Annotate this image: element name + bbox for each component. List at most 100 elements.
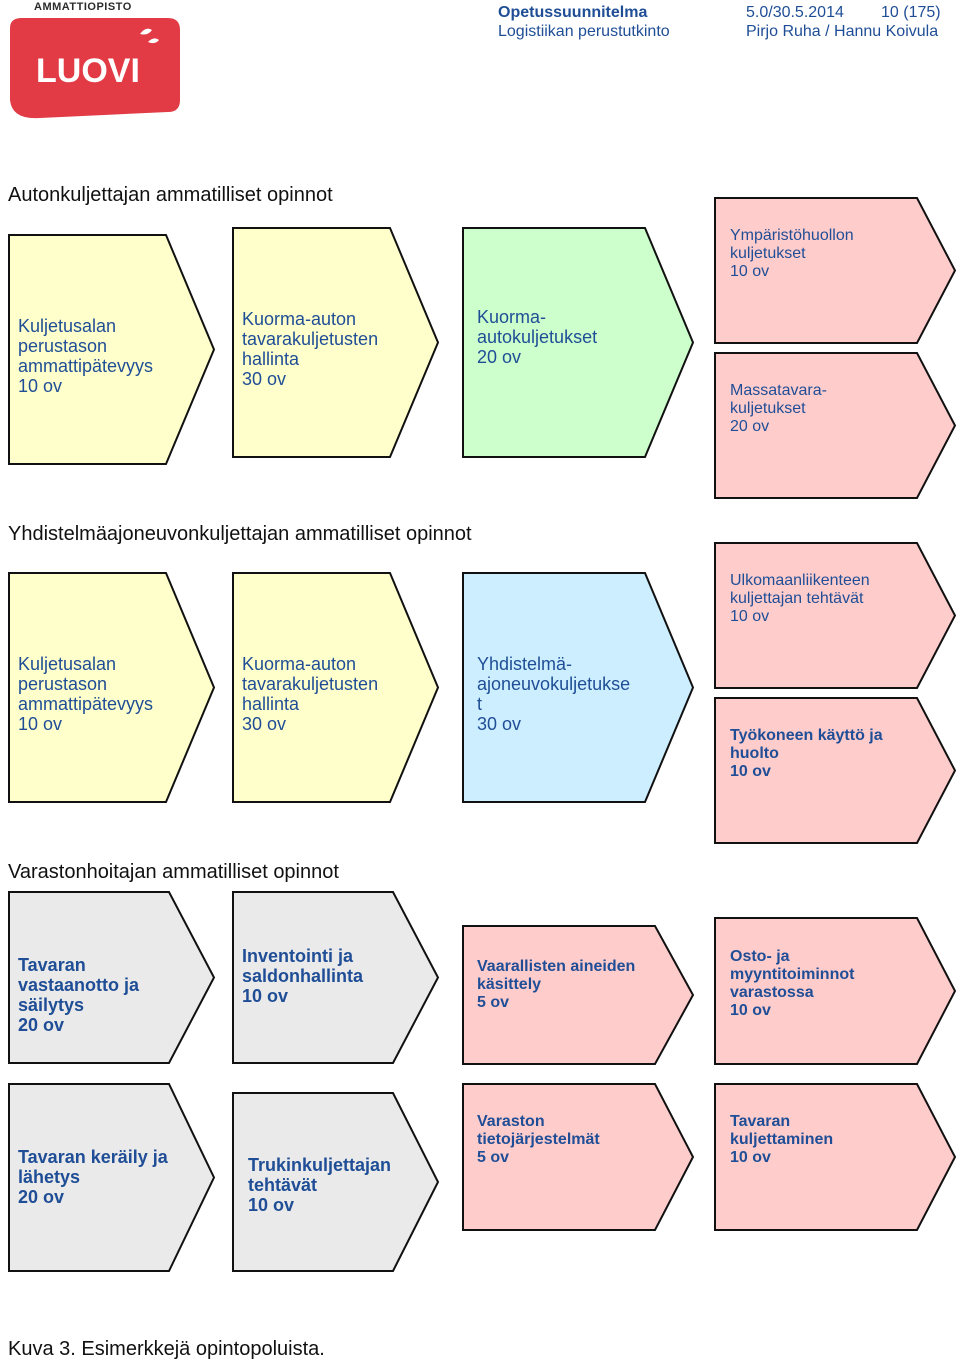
- luovi-logo: AMMATTIOPISTO LUOVI: [0, 0, 190, 125]
- chevron-label-line: varastossa: [730, 983, 814, 1001]
- chevron-label-line: 5 ov: [477, 1148, 510, 1166]
- chevron-label-line: 20 ov: [18, 1015, 65, 1036]
- chevron-label-line: lähetys: [18, 1167, 81, 1188]
- chevron-label-line: vastaanotto ja: [18, 975, 140, 996]
- chevron-s2-1: [232, 572, 440, 803]
- chevron-s3-1: [232, 891, 440, 1064]
- chevron-s1-1: [232, 227, 440, 458]
- chevron-label-line: huolto: [730, 744, 779, 762]
- chevron-label-line: 30 ov: [242, 369, 287, 390]
- chevron-label-line: Massatavara-: [730, 382, 827, 399]
- chevron-label-line: Kuorma-auton: [242, 309, 357, 329]
- chevron-label-line: Yhdistelmä-: [477, 654, 573, 674]
- chevron-label-line: Ympäristöhuollon: [730, 227, 854, 244]
- chevron-label-line: 20 ov: [730, 417, 770, 435]
- chevron-label-line: t: [477, 694, 483, 715]
- chevron-label-line: 30 ov: [242, 714, 287, 735]
- chevron-s1-3: [714, 197, 957, 344]
- chevron-s3-7: [714, 1083, 957, 1231]
- section-title-yhdistelmaajoneuvo: Yhdistelmäajoneuvonkuljettajan ammatilli…: [8, 523, 472, 545]
- chevron-s3-2: [462, 925, 695, 1065]
- chevron-label-line: 10 ov: [242, 986, 289, 1007]
- logo-org-text: AMMATTIOPISTO: [34, 1, 132, 13]
- chevron-label-line: hallinta: [242, 349, 300, 370]
- doc-version: 5.0/30.5.2014: [746, 4, 844, 21]
- chevron-label-line: ajoneuvokuljetukse: [477, 674, 631, 695]
- chevron-label-line: 10 ov: [18, 714, 63, 735]
- chevron-label-line: autokuljetukset: [477, 327, 598, 348]
- chevron-label-line: 10 ov: [730, 1001, 771, 1019]
- chevron-label-line: Työkoneen käyttö ja: [730, 727, 883, 744]
- chevron-label-line: hallinta: [242, 694, 300, 715]
- doc-name: Opetussuunnitelma: [498, 4, 648, 21]
- chevron-s2-2: [462, 572, 695, 803]
- chevron-label-line: tavarakuljetusten: [242, 674, 379, 695]
- chevron-s3-4: [8, 1083, 216, 1272]
- chevron-s3-6: [462, 1083, 695, 1231]
- chevron-label-line: perustason: [18, 674, 108, 695]
- logo-red-badge: [10, 18, 180, 119]
- chevron-label-line: Varaston: [477, 1113, 545, 1130]
- section-title-varastonhoitaja: Varastonhoitajan ammatilliset opinnot: [8, 861, 339, 883]
- chevron-s3-3: [714, 917, 957, 1065]
- page-number: 10 (175): [881, 4, 941, 21]
- chevron-label-line: tehtävät: [248, 1175, 318, 1196]
- chevron-label-line: ammattipätevyys: [18, 356, 154, 377]
- logo-brand-text: LUOVI: [36, 52, 140, 90]
- chevron-label-line: Tavaran: [18, 955, 86, 975]
- chevron-s2-3: [714, 542, 957, 689]
- chevron-label-line: 10 ov: [248, 1195, 295, 1216]
- chevron-label-line: Kuorma-auton: [242, 654, 357, 674]
- chevron-s1-0: [8, 234, 216, 465]
- doc-subtitle: Logistiikan perustutkinto: [498, 23, 670, 40]
- section-title-autonkuljettaja: Autonkuljettajan ammatilliset opinnot: [8, 184, 333, 206]
- chevron-label-line: tavarakuljetusten: [242, 329, 379, 350]
- doc-authors: Pirjo Ruha / Hannu Koivula: [746, 23, 939, 40]
- chevron-label-line: Kuljetusalan: [18, 654, 117, 674]
- logo-leaf-icon: [140, 28, 152, 35]
- chevron-label-line: kuljettaminen: [730, 1130, 834, 1148]
- chevron-label-line: myyntitoiminnot: [730, 965, 855, 983]
- chevron-label-line: ammattipätevyys: [18, 694, 154, 715]
- chevron-label-line: 20 ov: [477, 347, 522, 368]
- chevron-label-line: kuljetukset: [730, 399, 806, 417]
- chevron-label-s1-2: Kuorma-autokuljetukset 20 ov: [477, 307, 597, 367]
- chevron-label-line: Ulkomaanliikenteen: [730, 572, 870, 589]
- chevron-label-line: Vaarallisten aineiden: [477, 958, 636, 975]
- chevron-label-s1-4: Massatavara-kuljetukset 20 ov: [730, 382, 827, 436]
- chevron-s3-5: [232, 1092, 440, 1272]
- figure-caption: Kuva 3. Esimerkkejä opintopoluista.: [8, 1338, 325, 1360]
- chevron-s2-0: [8, 572, 216, 803]
- chevron-s3-0: [8, 891, 216, 1064]
- chevron-label-line: Kuorma-: [477, 307, 547, 327]
- chevron-label-line: käsittely: [477, 975, 542, 993]
- chevron-label-line: 10 ov: [730, 607, 770, 625]
- chevron-label-line: Kuljetusalan: [18, 316, 117, 336]
- chevron-label-line: säilytys: [18, 995, 85, 1016]
- chevron-label-line: tietojärjestelmät: [477, 1130, 600, 1148]
- chevron-label-line: 20 ov: [18, 1187, 65, 1208]
- chevron-s1-4: [714, 352, 957, 499]
- chevron-label-line: 5 ov: [477, 993, 510, 1011]
- chevron-label-line: perustason: [18, 336, 108, 357]
- chevron-label-line: Osto- ja: [730, 948, 790, 965]
- chevron-label-line: kuljettajan tehtävät: [730, 589, 864, 607]
- chevron-label-line: saldonhallinta: [242, 966, 364, 987]
- chevron-label-line: kuljetukset: [730, 244, 806, 262]
